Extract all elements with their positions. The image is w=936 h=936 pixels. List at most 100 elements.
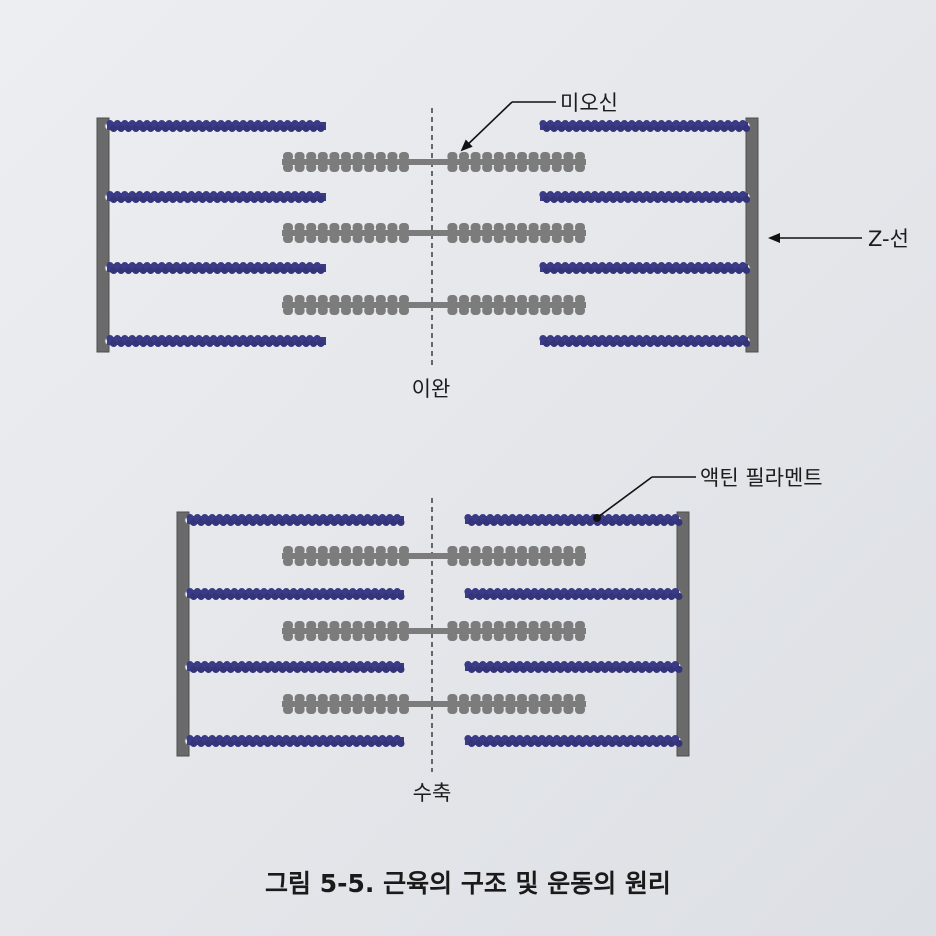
myosin-head bbox=[482, 306, 493, 315]
actin-bead bbox=[742, 339, 751, 347]
actin-pointer-diagonal bbox=[597, 476, 653, 518]
myosin-head bbox=[387, 557, 398, 566]
z-line-label: Z-선 bbox=[868, 227, 909, 251]
myosin-head bbox=[375, 621, 386, 630]
myosin-head bbox=[447, 306, 458, 315]
myosin-head bbox=[283, 306, 293, 315]
figure-caption: 그림 5-5. 근육의 구조 및 운동의 원리 bbox=[265, 869, 671, 898]
myosin-head bbox=[375, 163, 386, 172]
actin-bead bbox=[397, 739, 405, 748]
myosin-head bbox=[387, 621, 398, 630]
myosin-filament bbox=[282, 621, 586, 641]
myosin-head bbox=[352, 295, 363, 304]
myosin-head bbox=[387, 152, 398, 161]
myosin-head bbox=[364, 705, 375, 714]
myosin-head bbox=[341, 621, 351, 630]
myosin-head bbox=[470, 163, 481, 172]
myosin-head bbox=[447, 223, 458, 232]
myosin-head bbox=[329, 223, 340, 232]
myosin-head bbox=[399, 163, 409, 172]
myosin-head bbox=[375, 705, 386, 714]
myosin-head bbox=[294, 306, 305, 315]
myosin-head bbox=[563, 557, 574, 566]
myosin-head bbox=[306, 705, 317, 714]
myosin-head bbox=[540, 234, 551, 243]
myosin-head bbox=[317, 694, 328, 703]
myosin-head bbox=[375, 546, 386, 555]
myosin-head bbox=[505, 632, 516, 641]
myosin-head bbox=[459, 546, 469, 555]
myosin-head bbox=[294, 223, 305, 232]
myosin-head bbox=[341, 557, 351, 566]
myosin-head bbox=[517, 621, 527, 630]
myosin-head bbox=[306, 223, 317, 232]
myosin-head bbox=[563, 163, 574, 172]
actin-bead bbox=[675, 739, 683, 748]
contracted-sarcomere bbox=[176, 498, 690, 772]
myosin-head bbox=[575, 557, 585, 566]
myosin-head bbox=[493, 705, 504, 714]
myosin-head bbox=[294, 163, 305, 172]
myosin-head bbox=[283, 694, 293, 703]
actin-filament bbox=[539, 335, 751, 347]
myosin-head bbox=[528, 546, 539, 555]
actin-bead bbox=[397, 665, 405, 674]
myosin-head bbox=[352, 557, 363, 566]
myosin-head bbox=[364, 223, 375, 232]
myosin-head bbox=[517, 234, 527, 243]
myosin-head bbox=[364, 306, 375, 315]
myosin-head bbox=[364, 694, 375, 703]
myosin-head bbox=[352, 705, 363, 714]
myosin-head bbox=[352, 306, 363, 315]
myosin-head bbox=[470, 152, 481, 161]
myosin-head bbox=[470, 223, 481, 232]
myosin-head bbox=[294, 546, 305, 555]
actin-filament bbox=[106, 262, 326, 274]
relaxed-label: 이완 bbox=[412, 377, 451, 401]
myosin-head bbox=[317, 234, 328, 243]
myosin-head bbox=[317, 223, 328, 232]
myosin-head bbox=[387, 234, 398, 243]
myosin-head bbox=[447, 694, 458, 703]
myosin-head bbox=[528, 557, 539, 566]
myosin-head bbox=[364, 621, 375, 630]
myosin-head bbox=[505, 306, 516, 315]
myosin-head bbox=[364, 152, 375, 161]
myosin-head bbox=[294, 694, 305, 703]
myosin-head bbox=[375, 152, 386, 161]
myosin-head bbox=[447, 621, 458, 630]
myosin-head bbox=[399, 694, 409, 703]
myosin-head bbox=[528, 163, 539, 172]
actin-filament bbox=[464, 735, 683, 748]
myosin-head bbox=[517, 694, 527, 703]
myosin-head bbox=[341, 306, 351, 315]
myosin-label: 미오신 bbox=[560, 91, 618, 115]
myosin-head bbox=[493, 295, 504, 304]
myosin-head bbox=[563, 306, 574, 315]
myosin-head bbox=[493, 152, 504, 161]
myosin-head bbox=[575, 705, 585, 714]
myosin-head bbox=[575, 306, 585, 315]
myosin-head bbox=[528, 694, 539, 703]
myosin-head bbox=[352, 163, 363, 172]
myosin-head bbox=[505, 152, 516, 161]
z-line bbox=[676, 511, 690, 757]
actin-filament bbox=[106, 191, 326, 203]
myosin-head bbox=[375, 223, 386, 232]
myosin-head bbox=[375, 306, 386, 315]
myosin-head bbox=[551, 223, 562, 232]
myosin-head bbox=[482, 295, 493, 304]
myosin-filament bbox=[282, 694, 586, 714]
myosin-head bbox=[493, 694, 504, 703]
myosin-head bbox=[482, 152, 493, 161]
myosin-head bbox=[459, 557, 469, 566]
myosin-head bbox=[387, 705, 398, 714]
myosin-head bbox=[317, 152, 328, 161]
myosin-head bbox=[551, 163, 562, 172]
myosin-head bbox=[517, 223, 527, 232]
actin-filament bbox=[106, 335, 326, 347]
myosin-head bbox=[528, 295, 539, 304]
myosin-head bbox=[387, 306, 398, 315]
myosin-head bbox=[540, 632, 551, 641]
